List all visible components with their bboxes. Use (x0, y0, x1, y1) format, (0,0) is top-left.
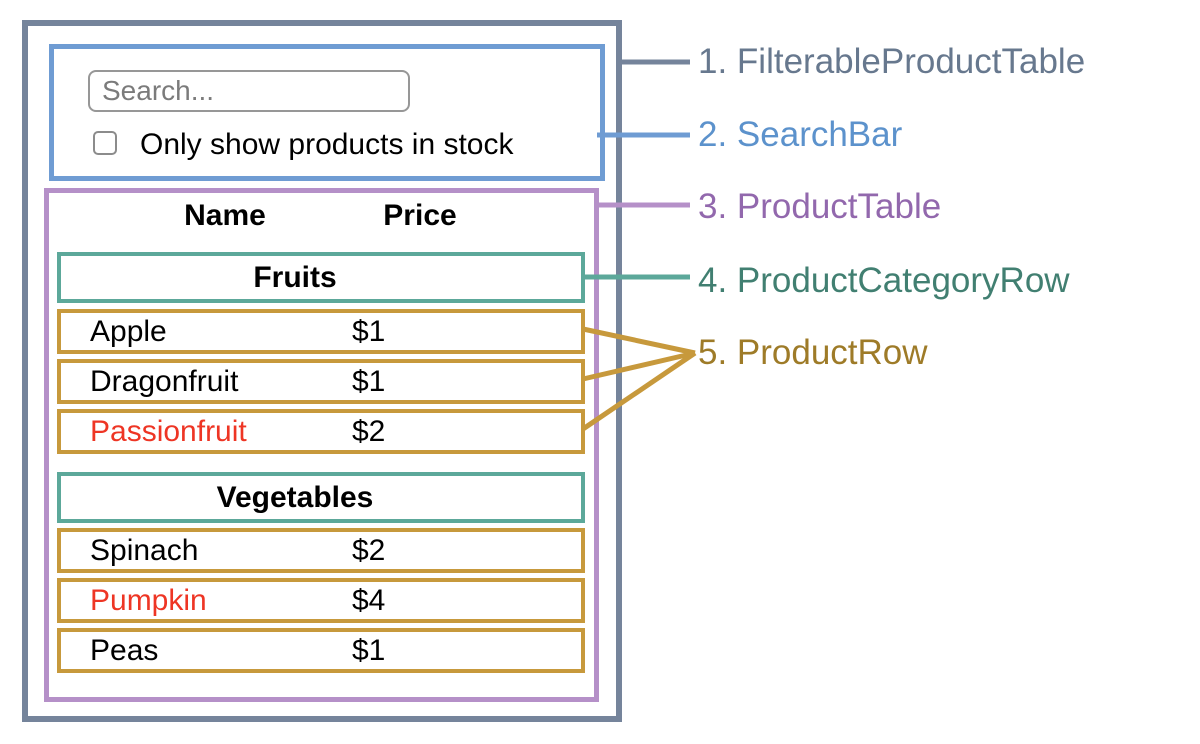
product-row-dragonfruit: Dragonfruit $1 (57, 359, 585, 404)
label-product-table: 3. ProductTable (698, 187, 942, 226)
category-row-fruits: Fruits (57, 252, 585, 303)
search-input[interactable] (88, 70, 410, 112)
label-product-row: 5. ProductRow (698, 333, 928, 372)
search-bar-box (49, 44, 605, 181)
column-header-price: Price (383, 199, 457, 232)
product-row-peas: Peas $1 (57, 628, 585, 673)
label-search-bar: 2. SearchBar (698, 115, 903, 154)
product-name: Passionfruit (90, 414, 247, 448)
product-name: Peas (90, 633, 159, 667)
in-stock-checkbox-label: Only show products in stock (140, 128, 514, 161)
product-name: Spinach (90, 533, 199, 567)
product-price: $1 (352, 364, 386, 398)
product-price: $1 (352, 633, 386, 667)
category-label: Fruits (253, 260, 337, 294)
product-row-spinach: Spinach $2 (57, 528, 585, 573)
product-price: $4 (352, 583, 386, 617)
product-price: $2 (352, 533, 386, 567)
category-row-vegetables: Vegetables (57, 472, 585, 523)
label-product-category-row: 4. ProductCategoryRow (698, 261, 1070, 300)
product-name: Apple (90, 314, 167, 348)
category-label: Vegetables (216, 480, 374, 514)
column-header-name: Name (184, 199, 266, 232)
product-price: $1 (352, 314, 386, 348)
in-stock-checkbox[interactable] (93, 131, 117, 155)
label-filterable-product-table: 1. FilterableProductTable (698, 42, 1086, 81)
product-row-pumpkin: Pumpkin $4 (57, 578, 585, 623)
product-row-passionfruit: Passionfruit $2 (57, 409, 585, 454)
product-name: Dragonfruit (90, 364, 239, 398)
product-row-apple: Apple $1 (57, 309, 585, 354)
product-price: $2 (352, 414, 386, 448)
product-name: Pumpkin (90, 583, 207, 617)
